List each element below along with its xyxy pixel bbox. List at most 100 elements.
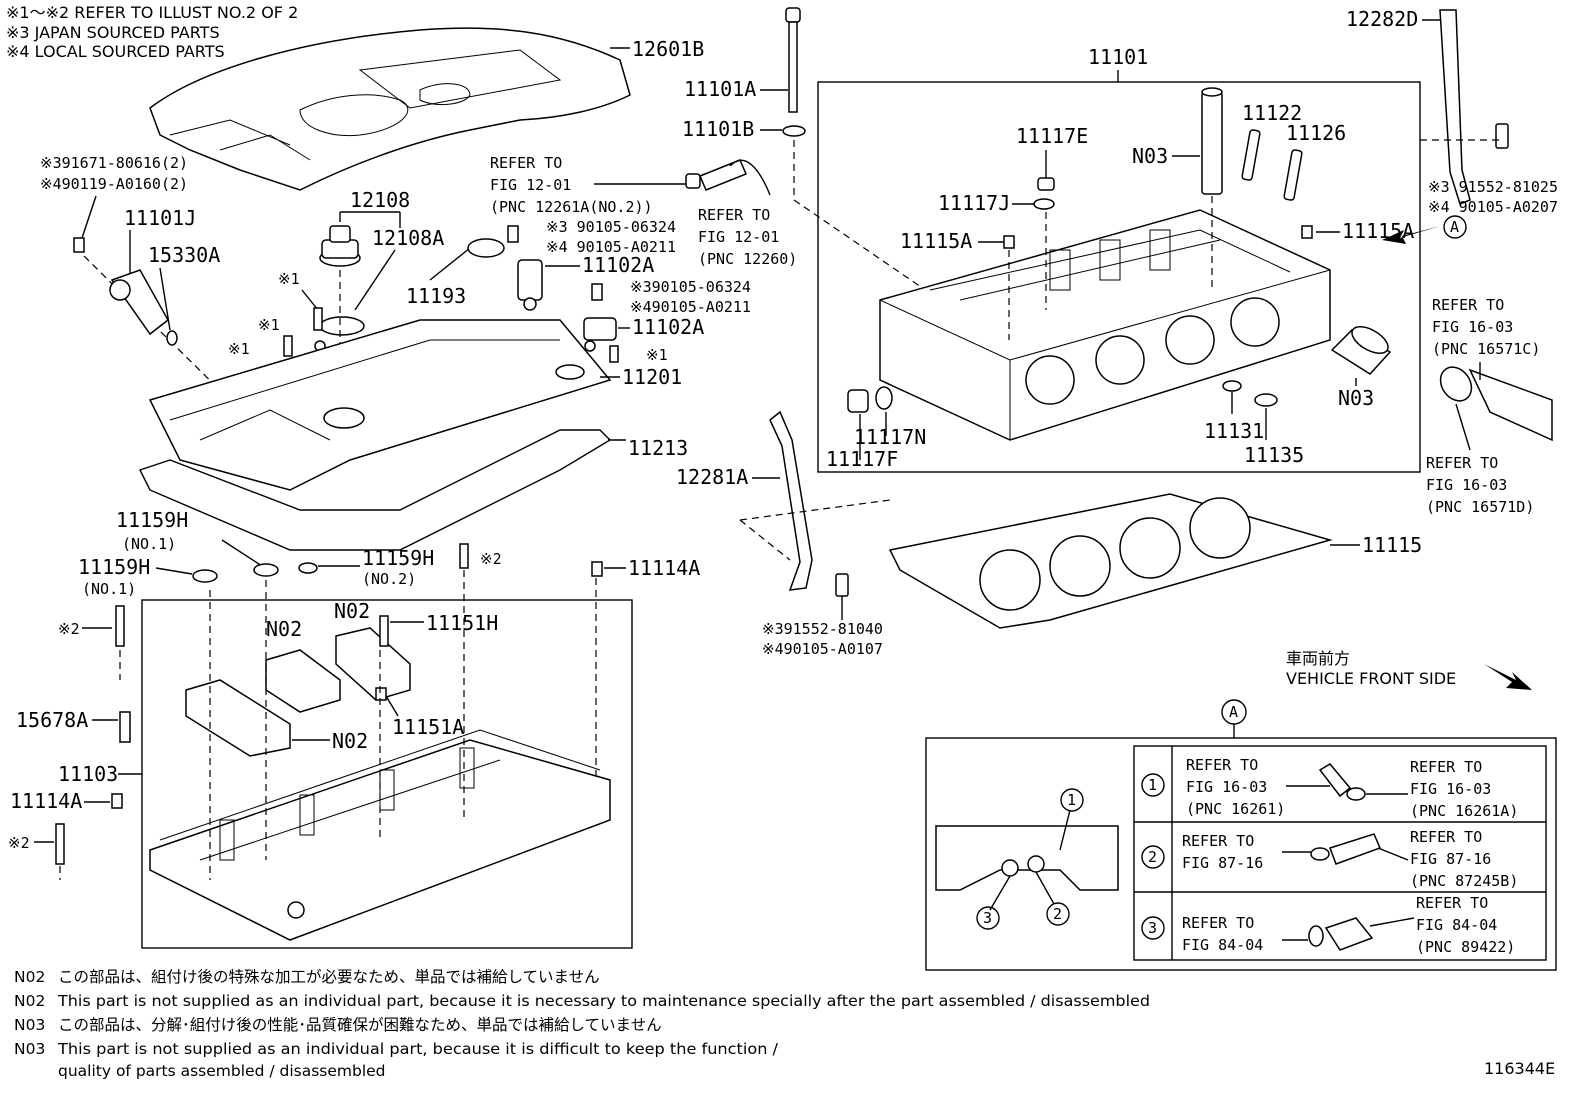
label-11114A-1: 11114A (628, 556, 700, 580)
engine-cover-illustration (149, 27, 631, 191)
label-11201: 11201 (622, 365, 682, 389)
footnote-2-text: This part is not supplied as an individu… (57, 992, 1150, 1010)
head-gasket-illustration (888, 493, 1333, 629)
detail-marker-1: 1 (1067, 791, 1076, 809)
label-11159H-2-sub: (NO.1) (82, 580, 136, 598)
label-15678A: 15678A (16, 708, 88, 732)
valve-guide-illustration (1241, 129, 1303, 201)
label-bolt-b1: ※3 90105-06324 (546, 218, 676, 236)
ref2-line3: (PNC 12260) (698, 250, 797, 268)
label-11151A: 11151A (392, 715, 464, 739)
row3-left-1: REFER TO (1182, 914, 1254, 932)
label-star1-a: ※1 (278, 270, 300, 288)
detail-marker-2: 2 (1053, 905, 1062, 923)
label-12108A: 12108A (372, 226, 444, 250)
detail-A-box (925, 737, 1557, 971)
label-bolt-a1: ※391671-80616(2) (40, 154, 188, 172)
cam-housing-illustration (149, 729, 611, 941)
label-11213: 11213 (628, 436, 688, 460)
ref4-line3: (PNC 16571D) (1426, 498, 1534, 516)
label-11102A-1: 11102A (582, 253, 654, 277)
label-N02-2: N02 (266, 617, 302, 641)
label-bolt-d1: ※3 91552-81025 (1428, 178, 1558, 196)
header-note-3: ※4 LOCAL SOURCED PARTS (6, 42, 225, 61)
row1-left-1: REFER TO (1186, 756, 1258, 774)
bracket-12281A (769, 410, 813, 591)
footnote-1-text: この部品は、組付け後の特殊な加工が必要なため、単品では補給していません (58, 968, 600, 986)
plug-seal-icon (467, 238, 505, 258)
cam-cover-gasket (139, 429, 612, 551)
label-star2-b: ※2 (58, 620, 80, 638)
label-12108: 12108 (350, 188, 410, 212)
washer-icon (782, 125, 806, 137)
label-bolt-c2: ※490105-A0211 (630, 298, 751, 316)
row2-right-2: FIG 87-16 (1410, 850, 1491, 868)
row3-num: 3 (1148, 919, 1157, 937)
head-bolt-illustration (785, 7, 801, 113)
label-11101: 11101 (1088, 45, 1148, 69)
row1-right-3: (PNC 16261A) (1410, 802, 1518, 820)
vehicle-front-en: VEHICLE FRONT SIDE (1286, 669, 1456, 688)
diagram-id: 116344E (1484, 1059, 1555, 1078)
label-bolt-e2: ※490105-A0107 (762, 640, 883, 658)
label-11114A-2: 11114A (10, 789, 82, 813)
label-11131: 11131 (1204, 419, 1264, 443)
label-11117F: 11117F (826, 447, 898, 471)
ref2-line2: FIG 12-01 (698, 228, 779, 246)
label-11159H-1: 11159H (116, 508, 188, 532)
ref3-line1: REFER TO (1432, 296, 1504, 314)
front-arrow-icon (1484, 664, 1532, 690)
label-N03-1: N03 (1132, 144, 1168, 168)
label-11159H-3: 11159H (362, 546, 434, 570)
detail-marker-3: 3 (983, 909, 992, 927)
oil-control-valve-illustration (109, 269, 178, 346)
label-11117E: 11117E (1016, 124, 1088, 148)
label-11101B: 11101B (682, 117, 754, 141)
gasket-ring-icon (319, 316, 365, 336)
cylinder-head-box (817, 81, 1421, 473)
label-11117N: 11117N (854, 425, 926, 449)
cam-sensor-illustration (517, 259, 543, 311)
label-11101J: 11101J (124, 206, 196, 230)
label-star1-d: ※1 (646, 346, 668, 364)
row1-left-2: FIG 16-03 (1186, 778, 1267, 796)
crank-sensor-illustration (583, 317, 617, 352)
label-star2-a: ※2 (480, 550, 502, 568)
arrow-icon (1382, 226, 1440, 244)
footnote-1-code: N02 (14, 968, 45, 986)
label-11159H-2: 11159H (78, 555, 150, 579)
label-bolt-e1: ※391552-81040 (762, 620, 883, 638)
row2-right-1: REFER TO (1410, 828, 1482, 846)
ref1-line1: REFER TO (490, 154, 562, 172)
label-11126: 11126 (1286, 121, 1346, 145)
ref3-line3: (PNC 16571C) (1432, 340, 1540, 358)
hose-illustration (685, 159, 771, 196)
footnote-4-code: N03 (14, 1040, 45, 1058)
vehicle-front-jp: 車両前方 (1286, 649, 1350, 668)
cam-cover-illustration (148, 319, 612, 491)
callout-A: A (1450, 218, 1459, 236)
row1-num-circle (1141, 773, 1165, 797)
header-note-2: ※3 JAPAN SOURCED PARTS (6, 23, 220, 42)
label-star1-c: ※1 (228, 340, 250, 358)
callout-A-circle (1443, 215, 1467, 239)
footnote-3-text: この部品は、分解･組付け後の性能･品質確保が困難なため、単品では補給していません (58, 1016, 662, 1034)
label-bolt-c1: ※390105-06324 (630, 278, 751, 296)
label-bolt-a2: ※490119-A0160(2) (40, 175, 188, 193)
label-star2-c: ※2 (8, 834, 30, 852)
tube-N03-2-illustration (1330, 326, 1392, 375)
label-12282D: 12282D (1346, 7, 1418, 31)
label-11103: 11103 (58, 762, 118, 786)
bracket-12282D (1439, 9, 1471, 205)
label-bolt-b2: ※4 90105-A0211 (546, 238, 676, 256)
label-11122: 11122 (1242, 101, 1302, 125)
row1-right-1: REFER TO (1410, 758, 1482, 776)
label-11151H: 11151H (426, 611, 498, 635)
row2-left-2: FIG 87-16 (1182, 854, 1263, 872)
label-11159H-3-sub: (NO.2) (362, 570, 416, 588)
row2-num-circle (1141, 845, 1165, 869)
bolt-icon (73, 237, 85, 253)
plug-11117F-illustration (847, 386, 893, 413)
ref4-line1: REFER TO (1426, 454, 1498, 472)
